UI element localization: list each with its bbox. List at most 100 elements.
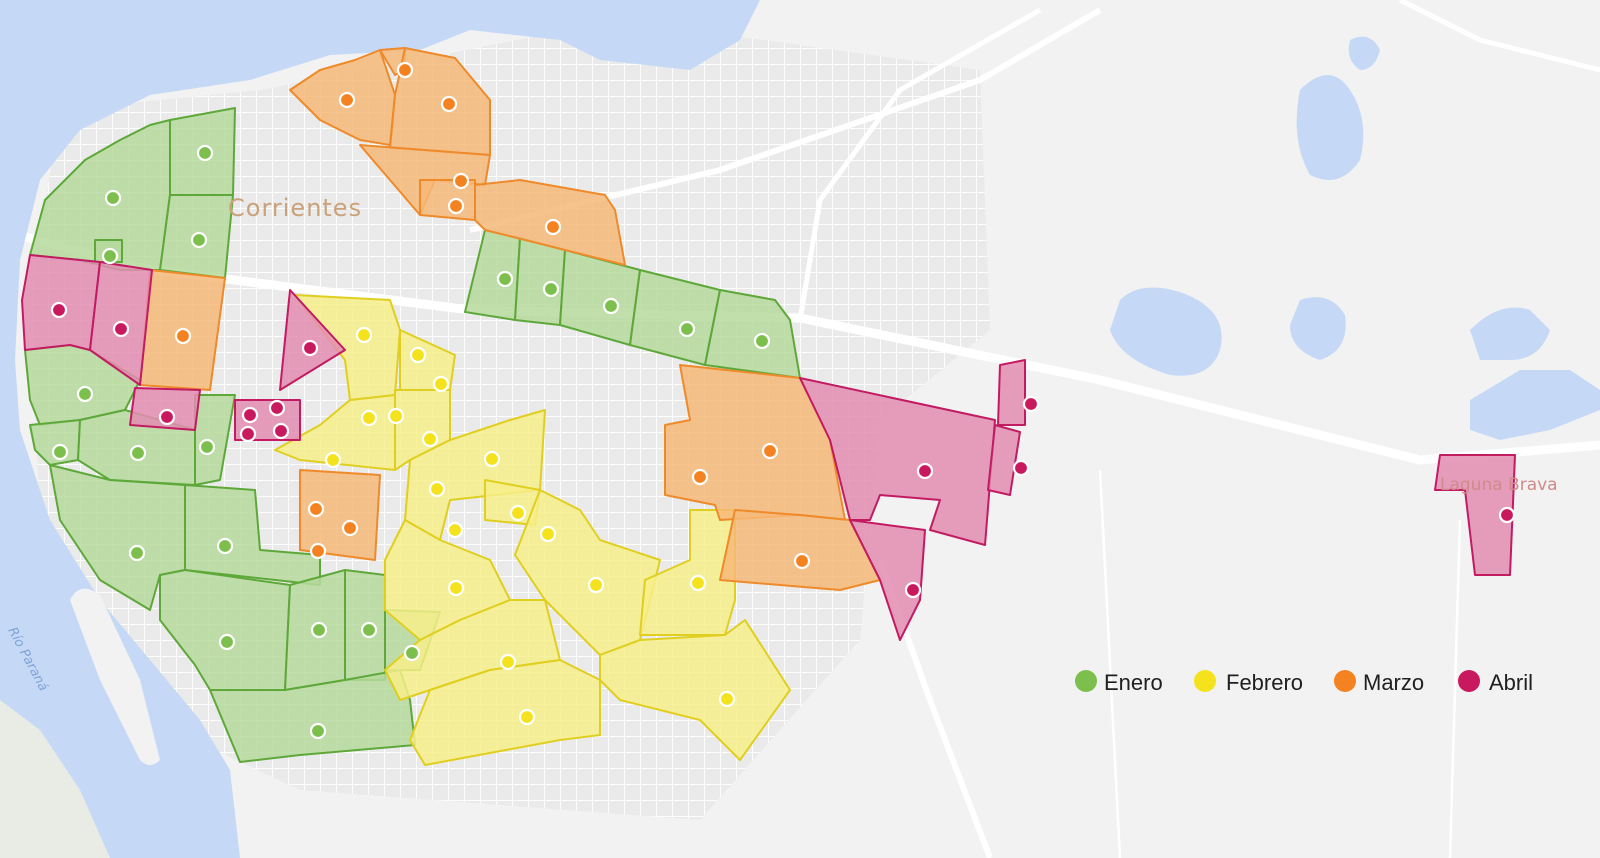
- zone-abril[interactable]: [987, 424, 1021, 496]
- marker-abril[interactable]: [241, 406, 259, 424]
- legend-label-febrero: Febrero: [1226, 670, 1303, 695]
- marker-febrero[interactable]: [483, 450, 501, 468]
- zone-abril[interactable]: [279, 289, 346, 391]
- marker-abril[interactable]: [239, 425, 257, 443]
- marker-abril[interactable]: [1012, 459, 1030, 477]
- lake-6: [1348, 36, 1380, 70]
- lake-label: Laguna Brava: [1440, 475, 1558, 495]
- marker-febrero[interactable]: [447, 579, 465, 597]
- marker-enero[interactable]: [542, 280, 560, 298]
- zone-abril[interactable]: [997, 359, 1026, 426]
- lake-1: [1110, 287, 1222, 376]
- marker-febrero[interactable]: [689, 574, 707, 592]
- marker-febrero[interactable]: [428, 480, 446, 498]
- marker-marzo[interactable]: [544, 218, 562, 236]
- marker-abril[interactable]: [1498, 506, 1516, 524]
- markers-abril: [50, 301, 1516, 599]
- marker-marzo[interactable]: [307, 500, 325, 518]
- marker-enero[interactable]: [101, 247, 119, 265]
- marker-marzo[interactable]: [338, 91, 356, 109]
- zone-enero[interactable]: [209, 669, 416, 763]
- zone-febrero[interactable]: [384, 599, 561, 701]
- marker-marzo[interactable]: [691, 468, 709, 486]
- lake-4: [1470, 307, 1550, 360]
- markers-febrero: [324, 326, 736, 726]
- marker-febrero[interactable]: [499, 653, 517, 671]
- marker-enero[interactable]: [190, 231, 208, 249]
- lake-2: [1290, 297, 1346, 360]
- zone-abril[interactable]: [849, 519, 926, 641]
- marker-abril[interactable]: [158, 408, 176, 426]
- marker-enero[interactable]: [403, 644, 421, 662]
- marker-marzo[interactable]: [761, 442, 779, 460]
- marker-febrero[interactable]: [432, 375, 450, 393]
- marker-enero[interactable]: [496, 270, 514, 288]
- marker-febrero[interactable]: [539, 525, 557, 543]
- marker-enero[interactable]: [76, 385, 94, 403]
- marker-abril[interactable]: [916, 462, 934, 480]
- marker-enero[interactable]: [104, 189, 122, 207]
- marker-enero[interactable]: [51, 443, 69, 461]
- legend-item-febrero[interactable]: Febrero: [1194, 670, 1303, 695]
- marker-febrero[interactable]: [446, 521, 464, 539]
- marker-abril[interactable]: [904, 581, 922, 599]
- marker-enero[interactable]: [309, 722, 327, 740]
- zone-enero[interactable]: [514, 237, 566, 326]
- marker-febrero[interactable]: [509, 504, 527, 522]
- marker-marzo[interactable]: [793, 552, 811, 570]
- zone-abril[interactable]: [129, 387, 201, 431]
- marker-marzo[interactable]: [447, 197, 465, 215]
- marker-febrero[interactable]: [360, 409, 378, 427]
- marker-febrero[interactable]: [718, 690, 736, 708]
- marker-febrero[interactable]: [587, 576, 605, 594]
- marker-enero[interactable]: [196, 144, 214, 162]
- marker-abril[interactable]: [272, 422, 290, 440]
- marker-enero[interactable]: [216, 537, 234, 555]
- marker-abril[interactable]: [1022, 395, 1040, 413]
- marker-febrero[interactable]: [409, 346, 427, 364]
- marker-febrero[interactable]: [387, 407, 405, 425]
- zone-enero[interactable]: [194, 394, 236, 486]
- legend-item-abril[interactable]: Abril: [1458, 670, 1533, 695]
- marker-febrero[interactable]: [324, 451, 342, 469]
- marker-marzo[interactable]: [309, 542, 327, 560]
- marker-enero[interactable]: [360, 621, 378, 639]
- marker-enero[interactable]: [753, 332, 771, 350]
- marker-enero[interactable]: [218, 633, 236, 651]
- legend-label-abril: Abril: [1489, 670, 1533, 695]
- marker-abril[interactable]: [112, 320, 130, 338]
- lake-3: [1296, 75, 1364, 180]
- zone-marzo[interactable]: [299, 469, 381, 561]
- marker-febrero[interactable]: [421, 430, 439, 448]
- marker-marzo[interactable]: [452, 172, 470, 190]
- marker-abril[interactable]: [50, 301, 68, 319]
- marker-enero[interactable]: [310, 621, 328, 639]
- legend-item-enero[interactable]: Enero: [1075, 670, 1163, 695]
- markers-enero: [51, 144, 771, 740]
- zone-enero[interactable]: [704, 289, 801, 379]
- marker-enero[interactable]: [198, 438, 216, 456]
- legend-label-marzo: Marzo: [1363, 670, 1424, 695]
- marker-enero[interactable]: [678, 320, 696, 338]
- legend-swatch-febrero: [1194, 670, 1216, 692]
- marker-febrero[interactable]: [518, 708, 536, 726]
- marker-febrero[interactable]: [355, 326, 373, 344]
- zone-abril[interactable]: [1434, 454, 1516, 576]
- rio-parana: [0, 0, 760, 858]
- marker-enero[interactable]: [602, 297, 620, 315]
- marker-marzo[interactable]: [174, 327, 192, 345]
- marker-abril[interactable]: [301, 339, 319, 357]
- lake-5: [1470, 370, 1600, 440]
- zone-febrero[interactable]: [599, 619, 791, 761]
- marker-marzo[interactable]: [396, 61, 414, 79]
- legend-item-marzo[interactable]: Marzo: [1334, 670, 1424, 695]
- marker-marzo[interactable]: [341, 519, 359, 537]
- legend-label-enero: Enero: [1104, 670, 1163, 695]
- marker-enero[interactable]: [129, 444, 147, 462]
- marker-abril[interactable]: [268, 399, 286, 417]
- marker-marzo[interactable]: [440, 95, 458, 113]
- marker-enero[interactable]: [128, 544, 146, 562]
- legend-swatch-marzo: [1334, 670, 1356, 692]
